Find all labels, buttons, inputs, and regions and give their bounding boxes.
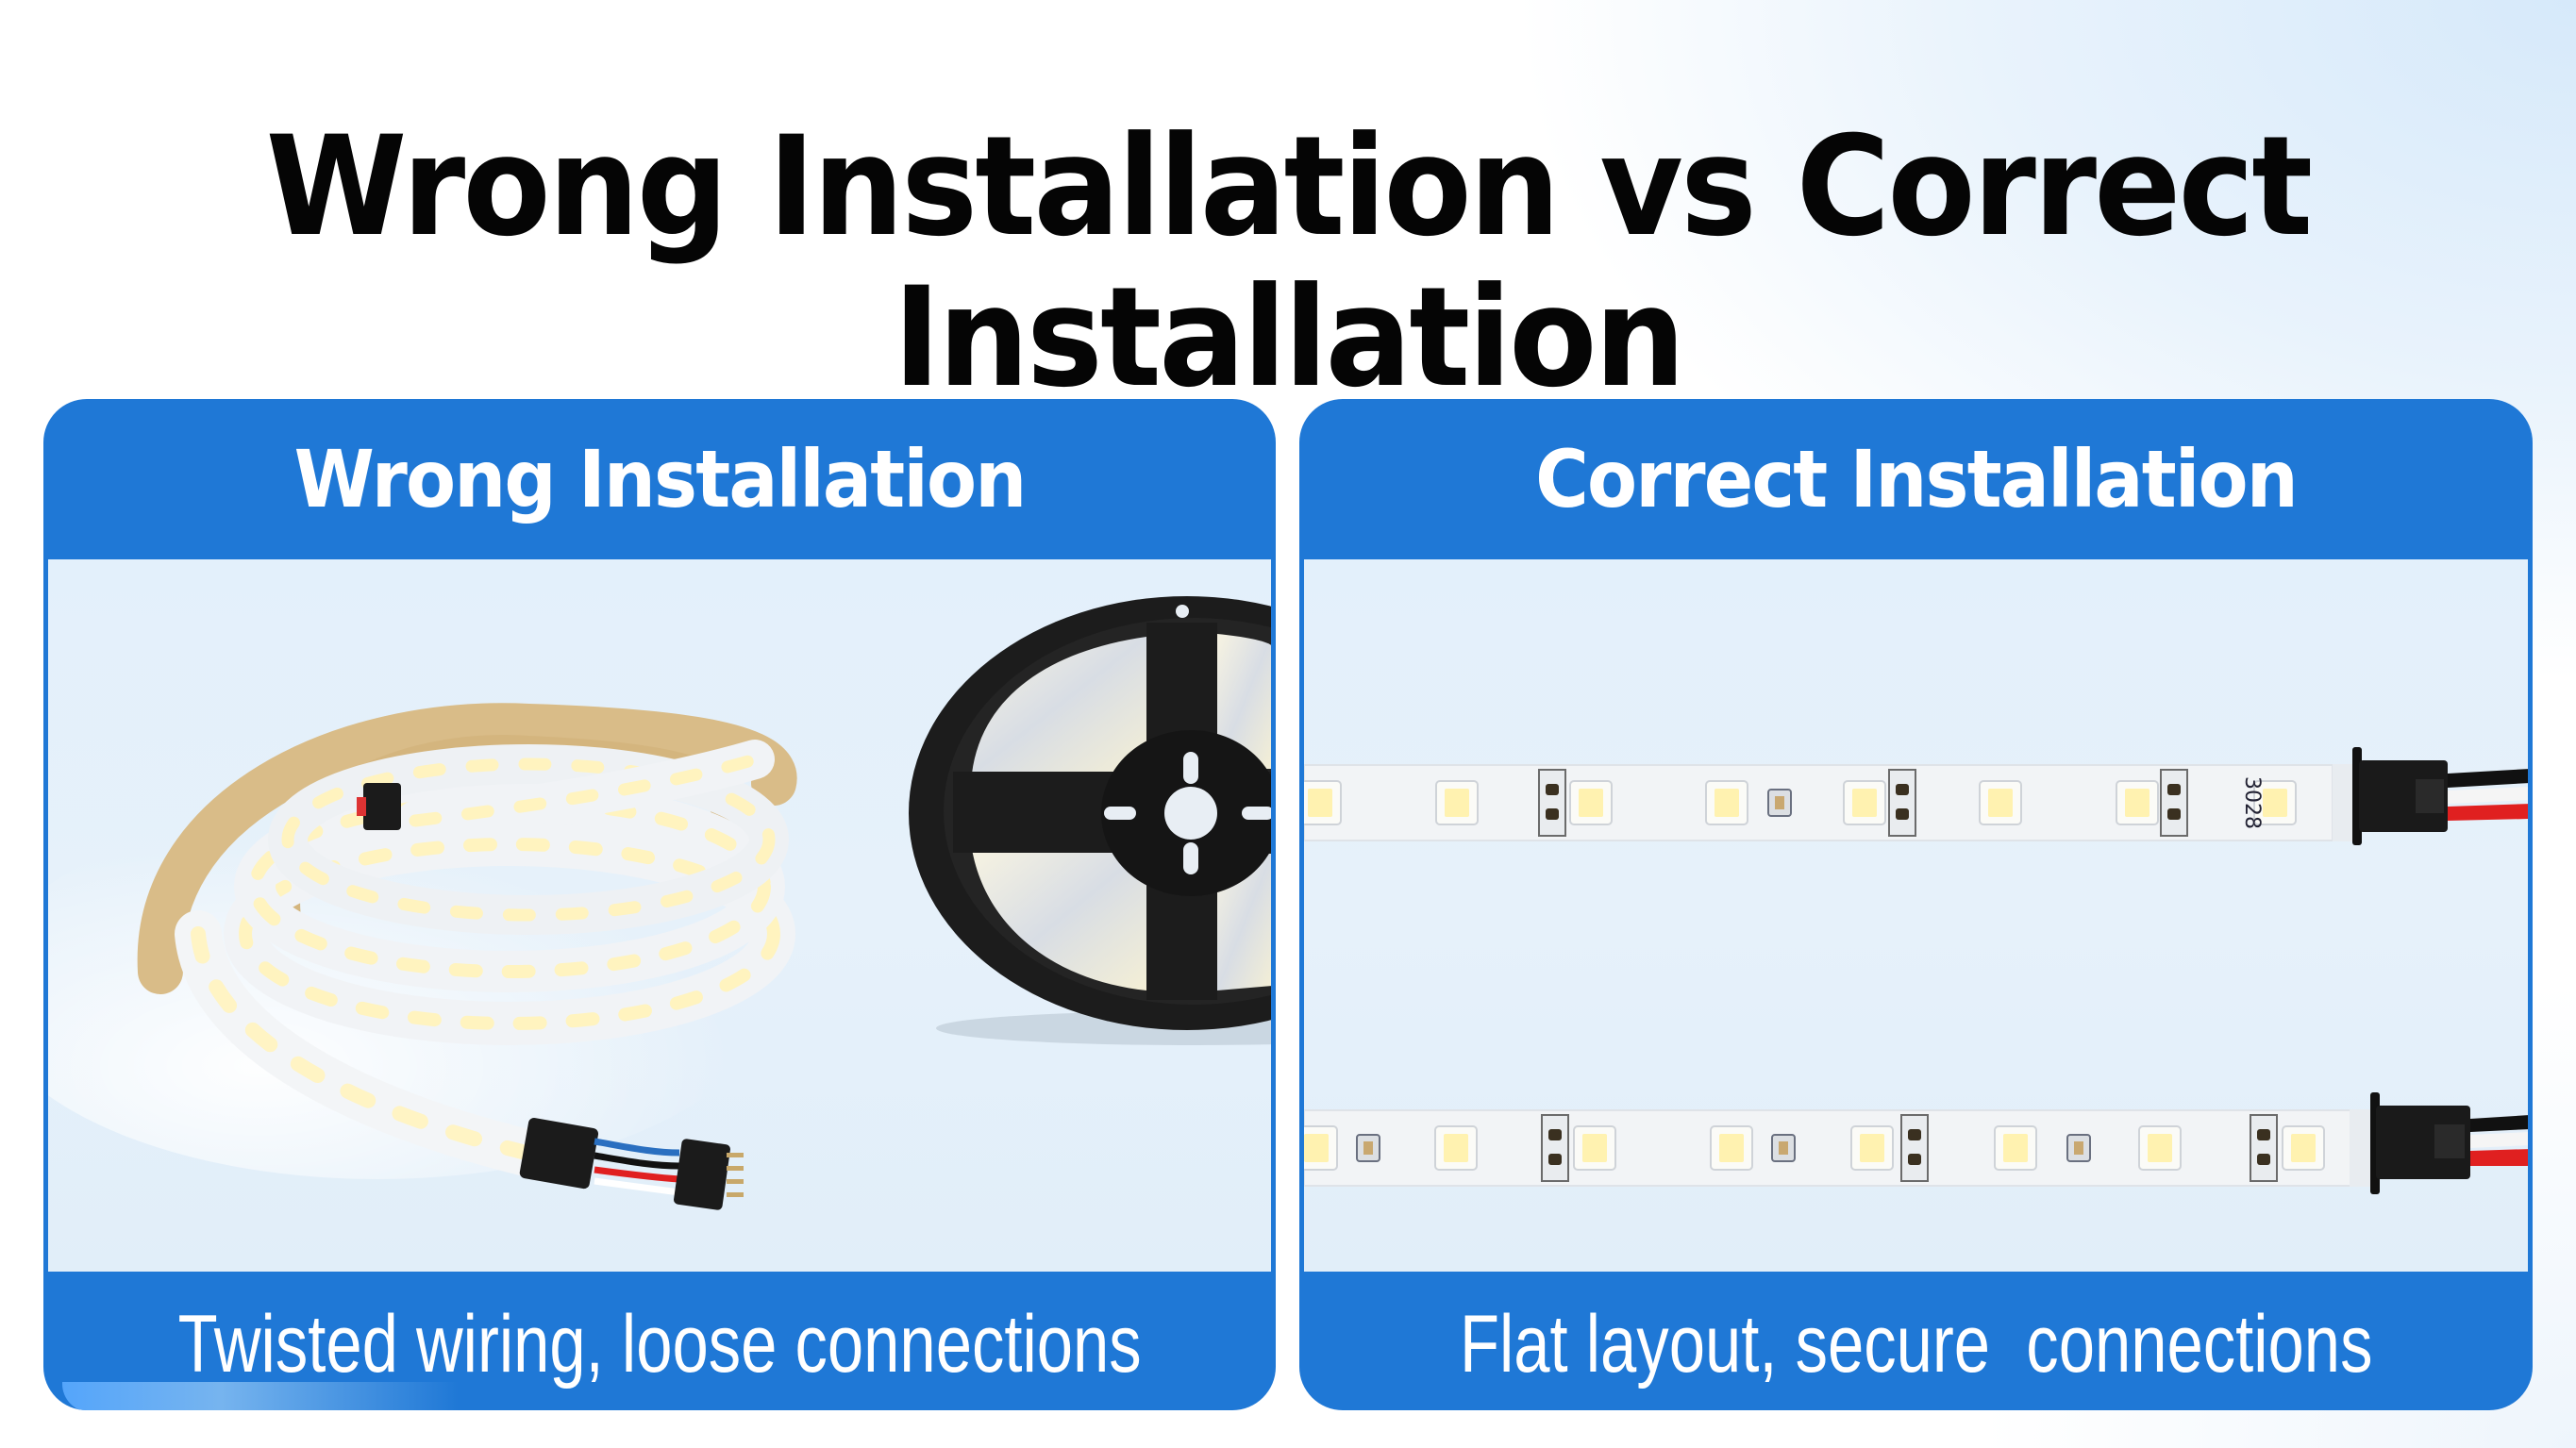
wrong-installation-caption: Twisted wiring, loose connections: [177, 1299, 1142, 1390]
correct-installation-heading: Correct Installation: [1535, 433, 2299, 525]
resistor-icon: [2160, 769, 2188, 837]
correct-installation-header: Correct Installation: [1299, 399, 2533, 559]
led-strip-1: 3028: [1304, 747, 2528, 845]
decorative-glow: [62, 1382, 459, 1410]
resistor-icon: [1541, 1114, 1569, 1182]
four-pin-connector-icon: [519, 1118, 744, 1210]
correct-installation-card: Correct Installation 3028: [1299, 399, 2533, 1410]
coiled-led-strip: [137, 703, 797, 1179]
wrong-installation-header: Wrong Installation: [43, 399, 1276, 559]
top-connector-icon: [357, 783, 401, 830]
led-strip-2: [1304, 1092, 2528, 1194]
page-title: Wrong Installation vs Correct Installati…: [265, 107, 2313, 418]
wrong-installation-image: [48, 559, 1271, 1272]
strip-2-connector-icon: [2350, 1092, 2528, 1194]
straight-strips-illustration: 3028: [1304, 747, 2528, 1194]
wrong-installation-heading: Wrong Installation: [293, 433, 1028, 525]
strip-label: 3028: [2240, 776, 2264, 829]
correct-installation-footer: Flat layout, secure connections: [1299, 1272, 2533, 1410]
correct-installation-caption: Flat layout, secure connections: [1459, 1299, 2373, 1390]
strip-1-connector-icon: [2333, 747, 2528, 845]
resistor-icon: [1900, 1114, 1929, 1182]
resistor-icon: [1888, 769, 1916, 837]
led-strip-reel-icon: [909, 596, 1271, 1045]
coiled-strip-and-reel-illustration: [48, 596, 1271, 1210]
wrong-installation-footer: Twisted wiring, loose connections: [43, 1272, 1276, 1410]
wrong-installation-card: Wrong Installation: [43, 399, 1276, 1410]
resistor-icon: [1538, 769, 1566, 837]
resistor-icon: [2250, 1114, 2278, 1182]
correct-installation-image: 3028: [1304, 559, 2528, 1272]
